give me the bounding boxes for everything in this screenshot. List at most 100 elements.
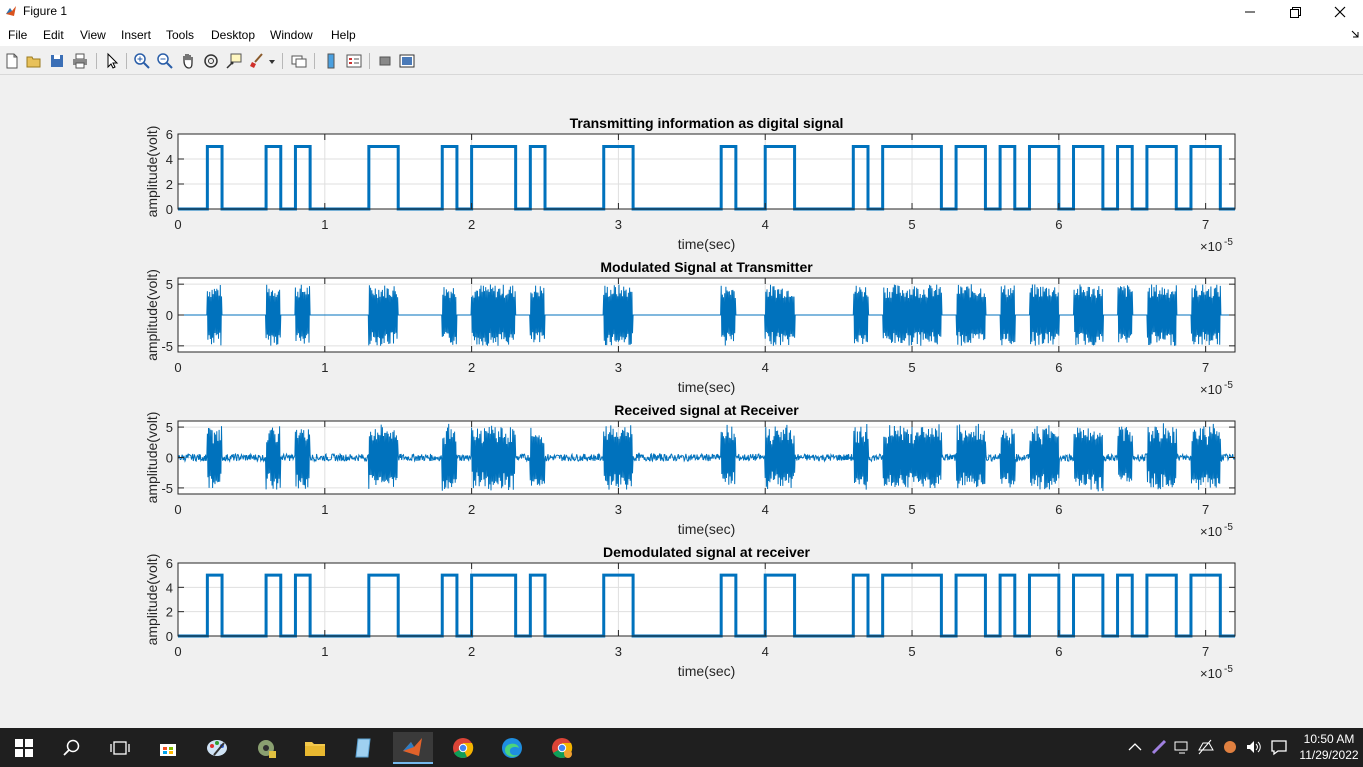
search-button[interactable]	[52, 732, 92, 764]
x-tick-label: 6	[1055, 502, 1062, 517]
print-icon[interactable]	[71, 52, 89, 70]
menu-insert[interactable]: Insert	[121, 28, 152, 42]
restore-icon	[1289, 6, 1301, 18]
x-tick-label: 3	[615, 644, 622, 659]
link-plot-icon[interactable]	[290, 52, 308, 70]
x-tick-label: 6	[1055, 360, 1062, 375]
dock-arrow-icon[interactable]	[1351, 30, 1359, 38]
brush-icon[interactable]	[248, 52, 266, 70]
x-tick-label: 0	[174, 644, 181, 659]
pan-icon[interactable]	[179, 52, 197, 70]
task-view-button[interactable]	[100, 732, 140, 764]
network-tray-icon[interactable]	[1173, 738, 1191, 756]
menu-help[interactable]: Help	[331, 28, 356, 42]
zoom-out-icon[interactable]	[156, 52, 174, 70]
axes-box	[177, 562, 1236, 637]
new-figure-icon[interactable]	[3, 52, 21, 70]
menu-edit[interactable]: Edit	[43, 28, 64, 42]
show-plot-tools-icon[interactable]	[398, 52, 416, 70]
taskbar-app-chrome-profile[interactable]	[542, 732, 582, 764]
y-axis-label: amplitude(volt)	[144, 126, 160, 218]
clock-time: 10:50 AM	[1303, 732, 1355, 746]
toolbar-separator	[126, 53, 127, 69]
close-icon	[1334, 6, 1346, 18]
open-file-icon[interactable]	[25, 52, 43, 70]
y-tick-label: 4	[166, 152, 173, 167]
y-tick-label: -5	[161, 481, 173, 496]
taskbar-app-settings[interactable]	[246, 732, 286, 764]
insert-colorbar-icon[interactable]	[322, 52, 340, 70]
x-tick-label: 2	[468, 644, 475, 659]
windows-taskbar: 10:50 AM 11/29/2022	[0, 728, 1363, 767]
x-tick-label: 5	[908, 644, 915, 659]
pen-tray-icon[interactable]	[1150, 738, 1168, 756]
x-exponent-label: ×10	[1200, 524, 1222, 539]
axes-title: Demodulated signal at receiver	[603, 544, 811, 560]
close-button[interactable]	[1317, 0, 1363, 24]
notification-tray-icon[interactable]	[1270, 738, 1288, 756]
menu-tools[interactable]: Tools	[166, 28, 195, 42]
security-tray-icon[interactable]	[1221, 738, 1239, 756]
task-view-icon	[110, 741, 130, 755]
x-tick-label: 2	[468, 502, 475, 517]
notepad-icon	[355, 738, 371, 758]
zoom-in-icon[interactable]	[133, 52, 151, 70]
x-tick-label: 0	[174, 217, 181, 232]
chrome-profile-icon	[552, 738, 573, 758]
x-tick-label: 1	[321, 360, 328, 375]
menu-file[interactable]: File	[8, 28, 28, 42]
hide-plot-tools-icon[interactable]	[376, 52, 394, 70]
title-bar: Figure 1	[0, 0, 1363, 24]
y-tick-label: 4	[166, 580, 173, 595]
paint-app-icon	[207, 740, 227, 756]
save-icon[interactable]	[48, 52, 66, 70]
x-exponent-label: ×10	[1200, 382, 1222, 397]
taskbar-app-paint[interactable]	[197, 732, 237, 764]
x-tick-label: 5	[908, 502, 915, 517]
axes-title: Modulated Signal at Transmitter	[600, 259, 813, 275]
toolbar-separator	[369, 53, 370, 69]
x-exponent-label: ×10	[1200, 666, 1222, 681]
insert-legend-icon[interactable]	[345, 52, 363, 70]
y-tick-label: 6	[166, 127, 173, 142]
menu-desktop[interactable]: Desktop	[211, 28, 256, 42]
taskbar-app-store[interactable]	[148, 732, 188, 764]
drive-tray-icon[interactable]	[1197, 738, 1215, 756]
y-axis-label: amplitude(volt)	[144, 269, 160, 361]
start-button[interactable]	[4, 732, 44, 764]
minimize-button[interactable]	[1227, 0, 1273, 24]
menu-view[interactable]: View	[80, 28, 106, 42]
y-tick-label: 0	[166, 308, 173, 323]
file-explorer-icon	[305, 742, 325, 756]
clock-date: 11/29/2022	[1299, 748, 1359, 762]
matlab-figure-icon	[6, 6, 16, 16]
taskbar-app-edge[interactable]	[492, 732, 532, 764]
axes-box	[177, 133, 1236, 210]
menu-window[interactable]: Window	[270, 28, 313, 42]
volume-tray-icon[interactable]	[1245, 738, 1263, 756]
system-clock[interactable]: 10:50 AM 11/29/2022	[1294, 731, 1363, 763]
show-hidden-icons-icon[interactable]	[1126, 738, 1144, 756]
x-axis-label: time(sec)	[678, 236, 736, 252]
rotate-3d-icon[interactable]	[202, 52, 220, 70]
y-tick-label: 0	[166, 202, 173, 217]
taskbar-app-chrome[interactable]	[443, 732, 483, 764]
restore-button[interactable]	[1272, 0, 1318, 24]
data-cursor-icon[interactable]	[225, 52, 243, 70]
brush-dropdown-icon[interactable]	[269, 60, 276, 65]
x-tick-label: 7	[1202, 502, 1209, 517]
x-tick-label: 4	[762, 360, 769, 375]
taskbar-app-matlab[interactable]	[393, 732, 433, 764]
edit-plot-icon[interactable]	[103, 52, 121, 70]
taskbar-app-explorer[interactable]	[295, 732, 335, 764]
menu-bar: File Edit View Insert Tools Desktop Wind…	[0, 24, 1363, 46]
x-exponent-power: -5	[1224, 664, 1233, 675]
x-tick-label: 3	[615, 502, 622, 517]
taskbar-app-notepad[interactable]	[344, 732, 384, 764]
toolbar-separator	[282, 53, 283, 69]
